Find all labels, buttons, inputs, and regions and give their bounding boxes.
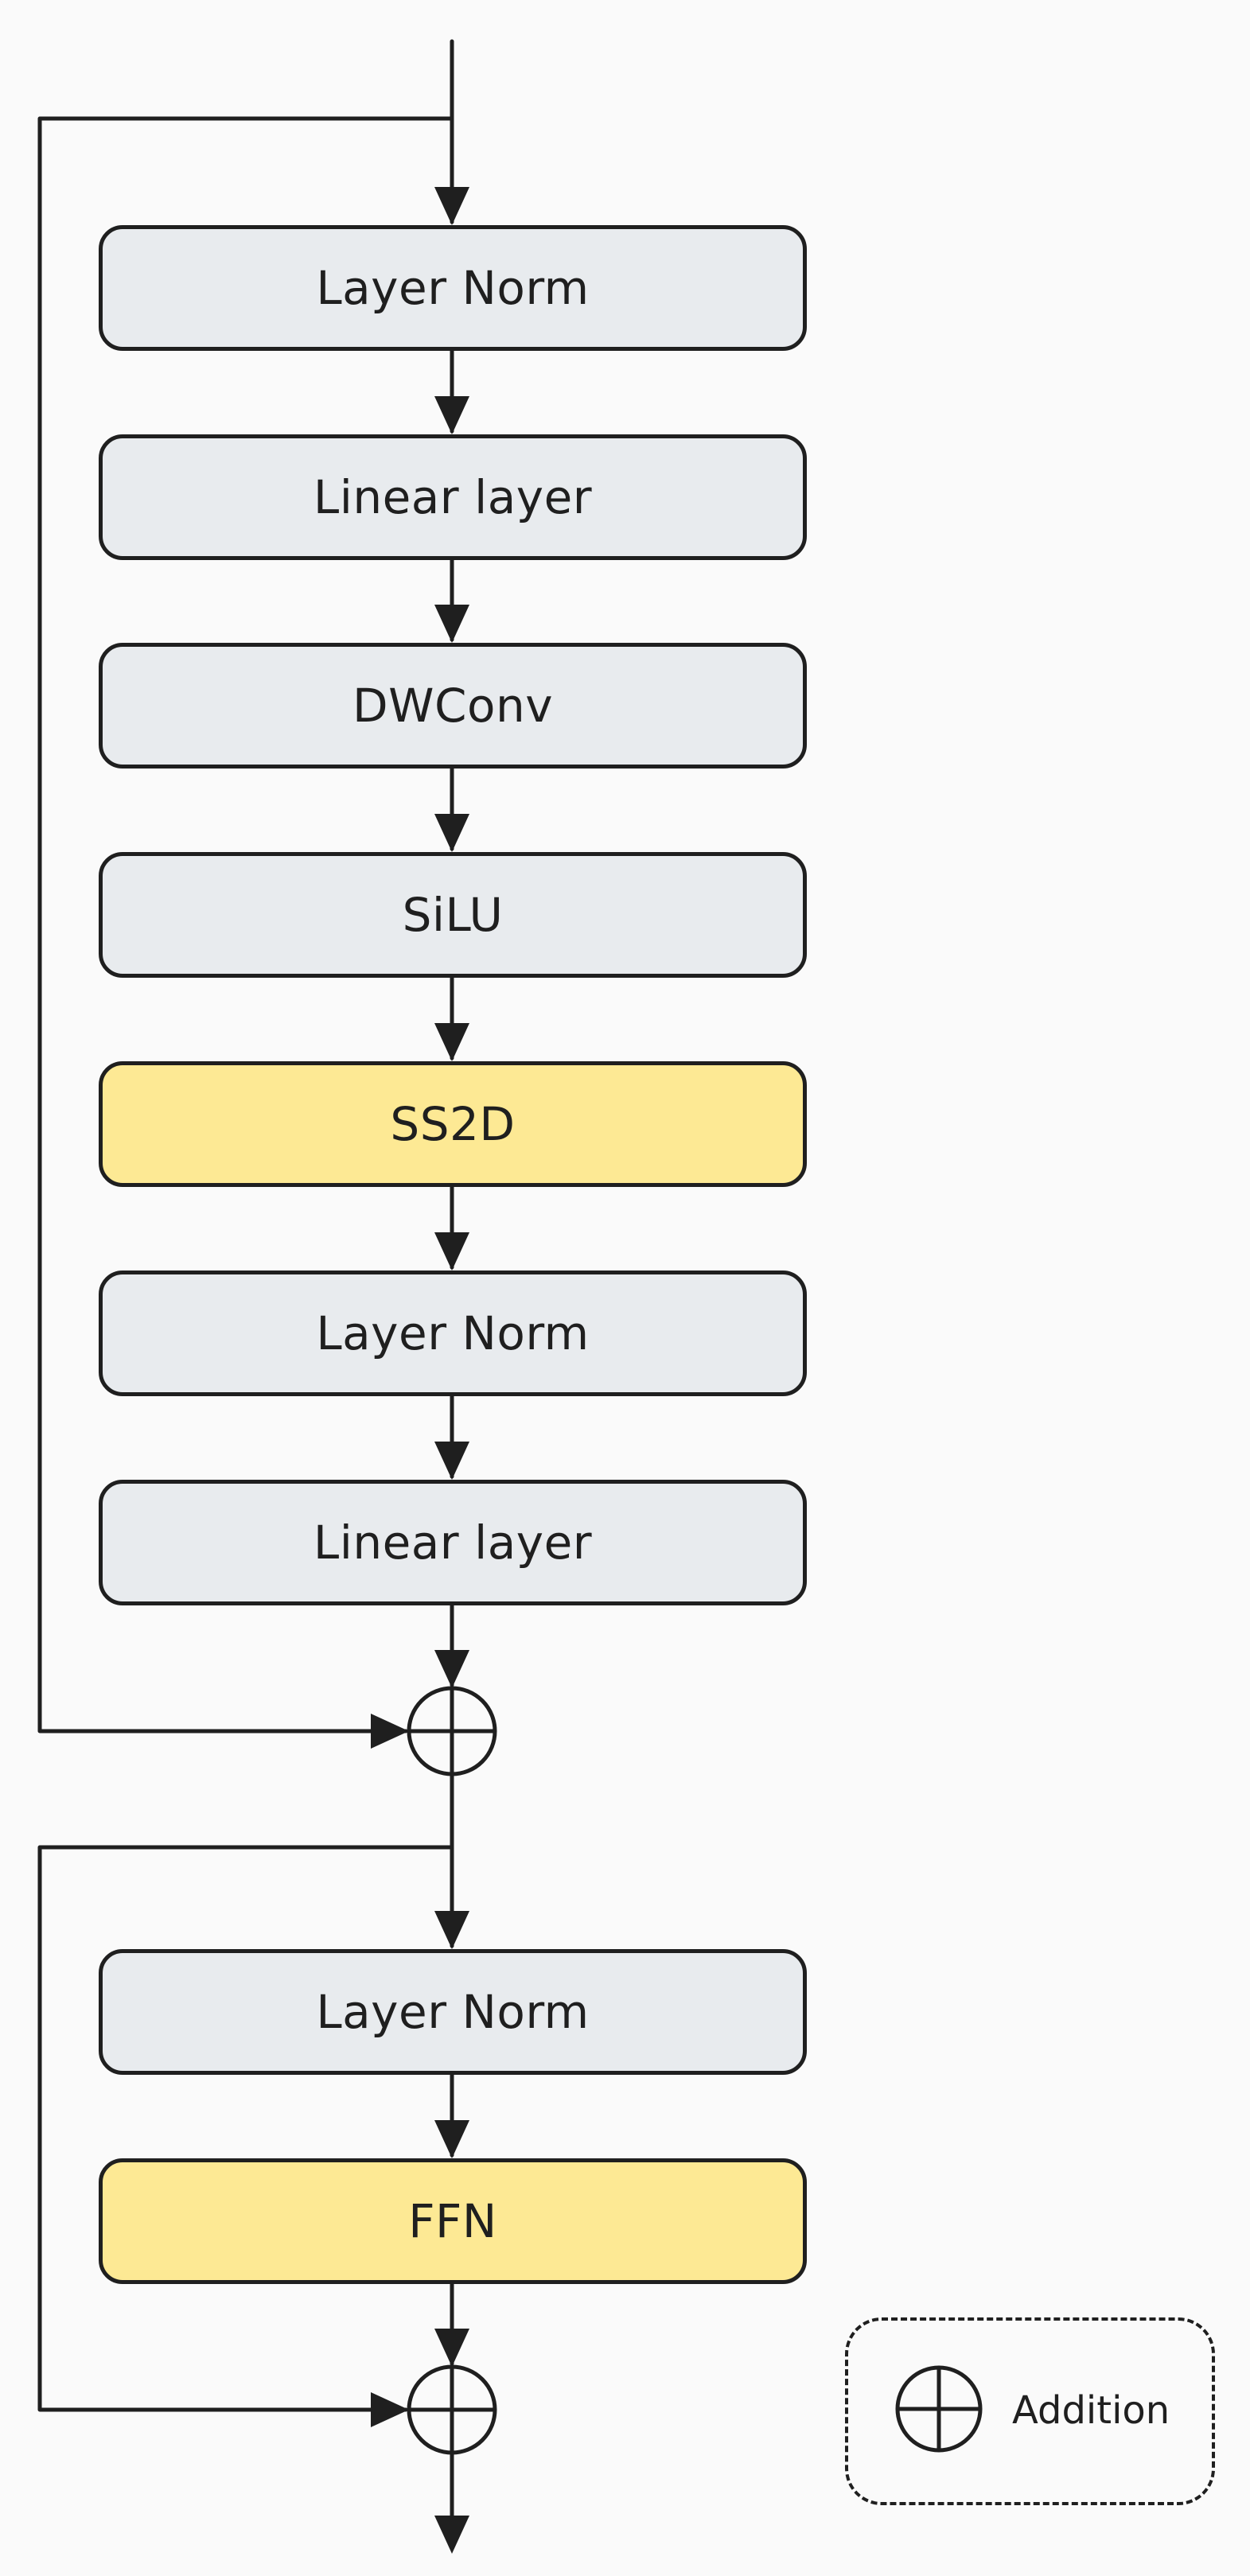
block-silu: SiLU — [99, 852, 807, 978]
block-label: DWConv — [352, 679, 554, 733]
block-linear-layer-2: Linear layer — [99, 1480, 807, 1605]
arrowhead-output — [434, 2516, 469, 2554]
block-dwconv: DWConv — [99, 643, 807, 769]
block-label: FFN — [408, 2194, 497, 2248]
arrowheads — [371, 187, 469, 2554]
arrowhead-right — [371, 2392, 409, 2427]
block-linear-layer-1: Linear layer — [99, 434, 807, 560]
arrowhead-into-block-1 — [434, 187, 469, 225]
block-label: SiLU — [402, 888, 504, 942]
arrowhead-down — [434, 814, 469, 852]
arrowhead-down — [434, 1442, 469, 1480]
arrowhead-down — [434, 2329, 469, 2367]
addition-icon — [407, 1686, 497, 1776]
legend-label: Addition — [1012, 2388, 1170, 2433]
block-label: Linear layer — [313, 1516, 593, 1570]
block-layer-norm-3: Layer Norm — [99, 1949, 807, 2075]
residual-line-1 — [37, 116, 454, 1734]
addition-icon — [407, 2364, 497, 2455]
arrowhead-down — [434, 2120, 469, 2158]
block-label: Layer Norm — [316, 1985, 590, 2039]
block-label: SS2D — [390, 1097, 516, 1151]
arrowhead-down — [434, 1911, 469, 1949]
adders — [407, 1686, 497, 2455]
arrowhead-down — [434, 1023, 469, 1061]
arrowhead-down — [434, 396, 469, 434]
arrowhead-down — [434, 605, 469, 643]
arrowhead-down — [434, 1232, 469, 1270]
block-label: Linear layer — [313, 470, 593, 524]
block-label: Layer Norm — [316, 261, 590, 315]
block-ffn: FFN — [99, 2158, 807, 2284]
block-ss2d: SS2D — [99, 1061, 807, 1187]
block-label: Layer Norm — [316, 1306, 590, 1360]
block-layer-norm-1: Layer Norm — [99, 225, 807, 351]
block-layer-norm-2: Layer Norm — [99, 1270, 807, 1396]
legend-box — [845, 2317, 1215, 2505]
arrowhead-down — [434, 1650, 469, 1688]
addition-icon — [895, 2365, 983, 2453]
residual-line-2 — [37, 1845, 454, 2412]
arrowhead-right — [371, 1714, 409, 1749]
